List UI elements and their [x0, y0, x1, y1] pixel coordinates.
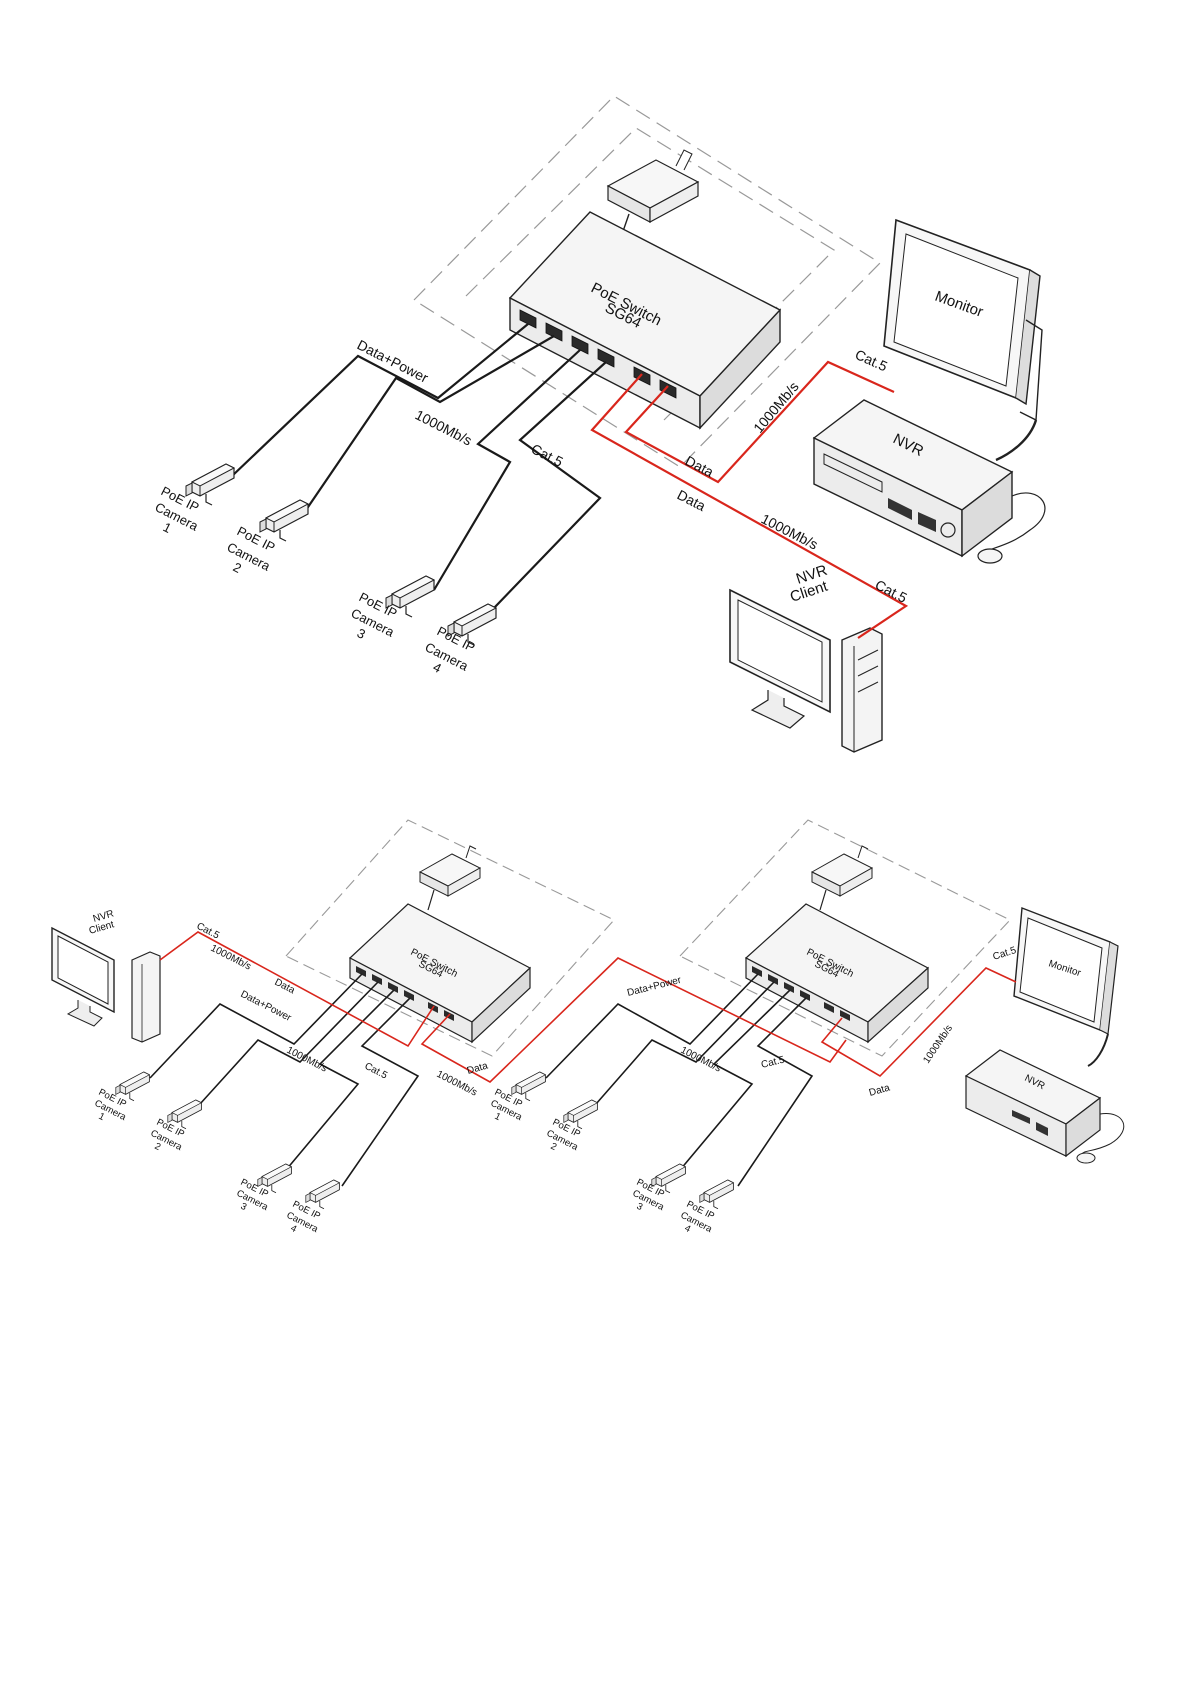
camera-4-bottom-a: PoE IP Camera 4: [285, 1179, 340, 1235]
camera-cables-bottom-b: [545, 973, 814, 1187]
svg-text:4: 4: [289, 1223, 299, 1235]
power-adapter-top: [606, 149, 700, 241]
cable-camera-2-top: [305, 335, 555, 511]
camera-cables-bottom-a: [149, 973, 420, 1187]
label-speed-client-top: 1000Mb/s: [759, 510, 821, 552]
camera-4-bottom-b: PoE IP Camera 4: [679, 1179, 734, 1235]
svg-text:2: 2: [153, 1141, 163, 1153]
camera-1-top-line3: 1: [161, 519, 174, 536]
label-speed-cameras-top: 1000Mb/s: [413, 406, 475, 448]
diagram-top: PoE Switch SG64 Monitor NVR: [153, 95, 1046, 753]
dashed-enclosure-bottom-b: [679, 819, 1011, 1057]
camera-4-top-line3: 4: [431, 659, 444, 676]
client-label-bottom-line2: Client: [88, 919, 116, 937]
camera-3-top-line3: 3: [355, 625, 368, 642]
poe-switch-bottom-b: PoE Switch SG64: [744, 903, 930, 1044]
camera-1-bottom-a: PoE IP Camera 1: [93, 1071, 150, 1123]
nvr-top: NVR: [812, 399, 1046, 564]
cable-nvr-bottom: [820, 967, 1017, 1078]
client-label-top-line2: Client: [788, 578, 831, 606]
nvr-bottom: NVR: [964, 1049, 1125, 1164]
label-cat5-cameras-top: Cat.5: [529, 440, 566, 470]
cable-camera-4-top: [493, 361, 607, 609]
camera-cables-top: [231, 323, 607, 609]
power-adapter-bottom-a: [418, 845, 482, 911]
camera-3-bottom-a: PoE IP Camera 3: [235, 1163, 292, 1213]
red-cables-top: [590, 360, 909, 639]
svg-text:3: 3: [635, 1201, 645, 1213]
cable-camera-3-top: [433, 349, 581, 591]
camera-2-bottom-b: PoE IP Camera 2: [545, 1099, 598, 1153]
label-nvr-cat5-bottom: Cat.5: [992, 945, 1019, 963]
camera-3-top: PoE IP Camera 3: [349, 575, 435, 642]
cable-client-bottom: [159, 931, 435, 1048]
label-cat5-client-top: Cat.5: [873, 576, 910, 606]
poe-switch-top: PoE Switch SG64: [508, 211, 782, 430]
label-nvr-data-bottom: Data: [868, 1082, 892, 1099]
cable-client-top: [590, 373, 909, 639]
label-data-nvr-top: Data: [683, 452, 717, 480]
label-b-data-power-bottom: Data+Power: [626, 975, 683, 999]
mouse-icon-bottom: [1076, 1152, 1096, 1164]
nvr-client-bottom: NVR Client: [51, 908, 161, 1043]
svg-text:3: 3: [239, 1201, 249, 1213]
cable-nvr-top: [624, 360, 895, 484]
diagram-bottom: PoE Switch SG64 PoE Switch SG64 NVR Clie…: [51, 819, 1125, 1235]
label-a-speed-bottom: 1000Mb/s: [285, 1045, 329, 1075]
nvr-client-top: NVR Client: [729, 562, 883, 753]
camera-1-bottom-b: PoE IP Camera 1: [489, 1071, 546, 1123]
label-a-cat5-bottom: Cat.5: [363, 1061, 390, 1082]
svg-text:4: 4: [683, 1223, 693, 1235]
camera-2-top-line3: 2: [231, 559, 244, 576]
label-b-cat5-bottom: Cat.5: [760, 1054, 786, 1071]
monitor-top: Monitor: [883, 218, 1043, 462]
label-cat5-nvr-top: Cat.5: [853, 346, 890, 374]
camera-4-top: PoE IP Camera 4: [423, 603, 497, 676]
label-data-client-top: Data: [675, 486, 709, 514]
mouse-icon: [977, 548, 1003, 564]
power-adapter-bottom-b: [810, 845, 874, 911]
dashed-enclosure-top: [413, 95, 881, 468]
cable-camera-1-top: [231, 323, 529, 477]
camera-2-top: PoE IP Camera 2: [225, 499, 309, 576]
monitor-bottom: Monitor: [1013, 907, 1119, 1067]
cable-uplink-bottom: [420, 957, 847, 1083]
camera-3-bottom-b: PoE IP Camera 3: [631, 1163, 686, 1213]
camera-2-bottom-a: PoE IP Camera 2: [149, 1099, 202, 1153]
svg-text:2: 2: [549, 1141, 559, 1153]
camera-1-top: PoE IP Camera 1: [153, 463, 235, 536]
label-b-speed-bottom: 1000Mb/s: [679, 1045, 723, 1075]
label-client-data-bottom: Data: [273, 977, 297, 997]
poe-switch-bottom-a: PoE Switch SG64: [348, 903, 532, 1044]
label-client-cat5-bottom: Cat.5: [195, 921, 222, 942]
svg-text:1: 1: [97, 1111, 107, 1123]
red-cables-bottom: [159, 931, 1017, 1083]
svg-text:1: 1: [493, 1111, 503, 1123]
